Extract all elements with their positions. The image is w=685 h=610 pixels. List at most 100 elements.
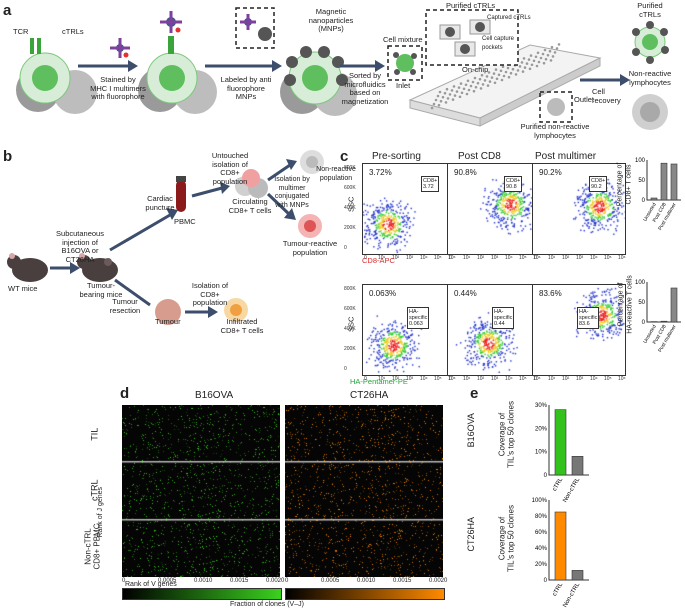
chip-pocket [536, 65, 539, 68]
facs-gate: CD8+ 90.8 [504, 176, 522, 192]
chip-pocket [545, 58, 548, 61]
colorbar-tick: 0.0005 [321, 577, 339, 586]
chip-pocket [556, 47, 559, 50]
chip-pocket [439, 91, 442, 94]
e-top-ylabel: Coverage of TIL's top 50 clones [499, 400, 516, 470]
facs-plot: 3.72%CD8+ 3.72 [362, 163, 456, 255]
facs-gate: HA- specific 83.6 [577, 307, 599, 329]
chip-pocket [452, 98, 455, 101]
chip-pocket [530, 54, 533, 57]
facs-plot: 90.2%CD8+ 90.2 [532, 163, 626, 255]
bar1-ylabel: Percentage of CD8+ T cells [617, 160, 634, 210]
facs-ytick: 0 [344, 366, 347, 372]
chip-pocket [515, 73, 518, 76]
chip-pocket [496, 78, 499, 81]
facs-xtick: 10⁵ [434, 376, 442, 382]
bar-category: Non-cTRL [562, 581, 581, 608]
facs-plot: 0.44%HA- specific 0.44 [447, 284, 541, 376]
chip-pocket [477, 82, 480, 85]
facs-xtick: 10¹ [463, 255, 470, 261]
label-inlet: Inlet [396, 82, 410, 91]
label-tumour: Tumour [155, 318, 181, 327]
facs-xtick: 10⁴ [420, 255, 428, 261]
label-mnps: Magnetic nanoparticles (MNPs) [296, 8, 366, 34]
facs-xtick: 10⁵ [434, 255, 442, 261]
label-wt-mice: WT mice [8, 285, 37, 294]
chip-pocket [524, 66, 527, 69]
chip-pocket [479, 78, 482, 81]
chip-pocket [531, 64, 534, 67]
facs-xtick: 10⁴ [505, 376, 513, 382]
label-pbmc: PBMC [174, 218, 196, 227]
e-bottom-rowlabel: CT26HA [467, 517, 476, 552]
bar [651, 198, 657, 200]
bar-ytick: 10% [535, 450, 548, 456]
chip-pocket [433, 103, 436, 106]
facs-xtick: 10⁵ [519, 255, 527, 261]
chip-pocket [535, 56, 538, 59]
bar [572, 456, 583, 475]
colorbar-green [122, 588, 282, 600]
chip-pocket [460, 82, 463, 85]
bar-ytick: 80% [535, 514, 548, 520]
bar-ytick: 20% [535, 426, 548, 432]
chip-pocket [435, 99, 438, 102]
chip-pocket [475, 86, 478, 89]
facs-plot: 83.6%HA- specific 83.6 [532, 284, 626, 376]
chip-pocket [493, 72, 496, 75]
bar-ytick: 0 [642, 320, 646, 326]
colorbar-tick: 0.0015 [230, 577, 248, 586]
chip-pocket [454, 94, 457, 97]
facs-xtick: 10¹ [548, 255, 555, 261]
col-title-pre: Pre-sorting [372, 151, 421, 162]
facs-row1-xlabel: CD8-APC [362, 257, 395, 266]
colorbar-tick: 0.0010 [194, 577, 212, 586]
chip-pocket [474, 77, 477, 80]
bar [555, 512, 566, 580]
chip-pocket [489, 80, 492, 83]
chip-pocket [458, 86, 461, 89]
bar-ytick: 100 [635, 158, 646, 164]
facs-row2-ylabel: SSC [347, 317, 356, 332]
facs-ytick: 200K [344, 346, 356, 352]
label-tumour-resection: Tumour resection [100, 298, 150, 315]
heat-title-ct26: CT26HA [350, 392, 388, 401]
bar-category: cTRL [552, 476, 565, 492]
facs-xtick: 10¹ [548, 376, 555, 382]
chip-pocket [442, 96, 445, 99]
facs-percent: 3.72% [369, 168, 392, 177]
chip-pocket [528, 58, 531, 61]
bar-ytick: 0 [544, 578, 548, 584]
e-top-rowlabel: B16OVA [467, 413, 476, 447]
facs-xtick: 10³ [491, 376, 498, 382]
heat-title-b16: B16OVA [195, 392, 233, 401]
colorbar-tick: 0.0020 [429, 577, 447, 586]
chip-pocket [544, 49, 547, 52]
bar-ytick: 60% [535, 530, 548, 536]
chip-pocket [542, 53, 545, 56]
colorbar-tick: 0 [285, 577, 288, 586]
label-untouched: Untouched isolation of CD8+ population [200, 152, 260, 186]
chip-pocket [533, 60, 536, 63]
facs-xtick: 10⁴ [505, 255, 513, 261]
bar-ytick: 0 [642, 198, 646, 204]
colorbar-tick: 0 [122, 577, 125, 586]
chip-pocket [503, 75, 506, 78]
facs-percent: 0.063% [369, 289, 396, 298]
chip-pocket [498, 74, 501, 77]
panel-label-c: c [340, 148, 348, 165]
label-cardiac: Cardiac puncture [140, 195, 180, 212]
chip-pocket [484, 79, 487, 82]
colorbar-tick: 0.0010 [357, 577, 375, 586]
facs-xtick: 10² [477, 376, 484, 382]
chip-pocket [440, 100, 443, 103]
chip-pocket [449, 93, 452, 96]
bar [671, 288, 677, 322]
chip-pocket [472, 81, 475, 84]
chip-pocket [552, 55, 555, 58]
facs-xtick: 0 [449, 376, 452, 382]
facs-xtick: 10² [562, 255, 569, 261]
facs-xtick: 10³ [576, 255, 583, 261]
facs-percent: 90.2% [539, 168, 562, 177]
